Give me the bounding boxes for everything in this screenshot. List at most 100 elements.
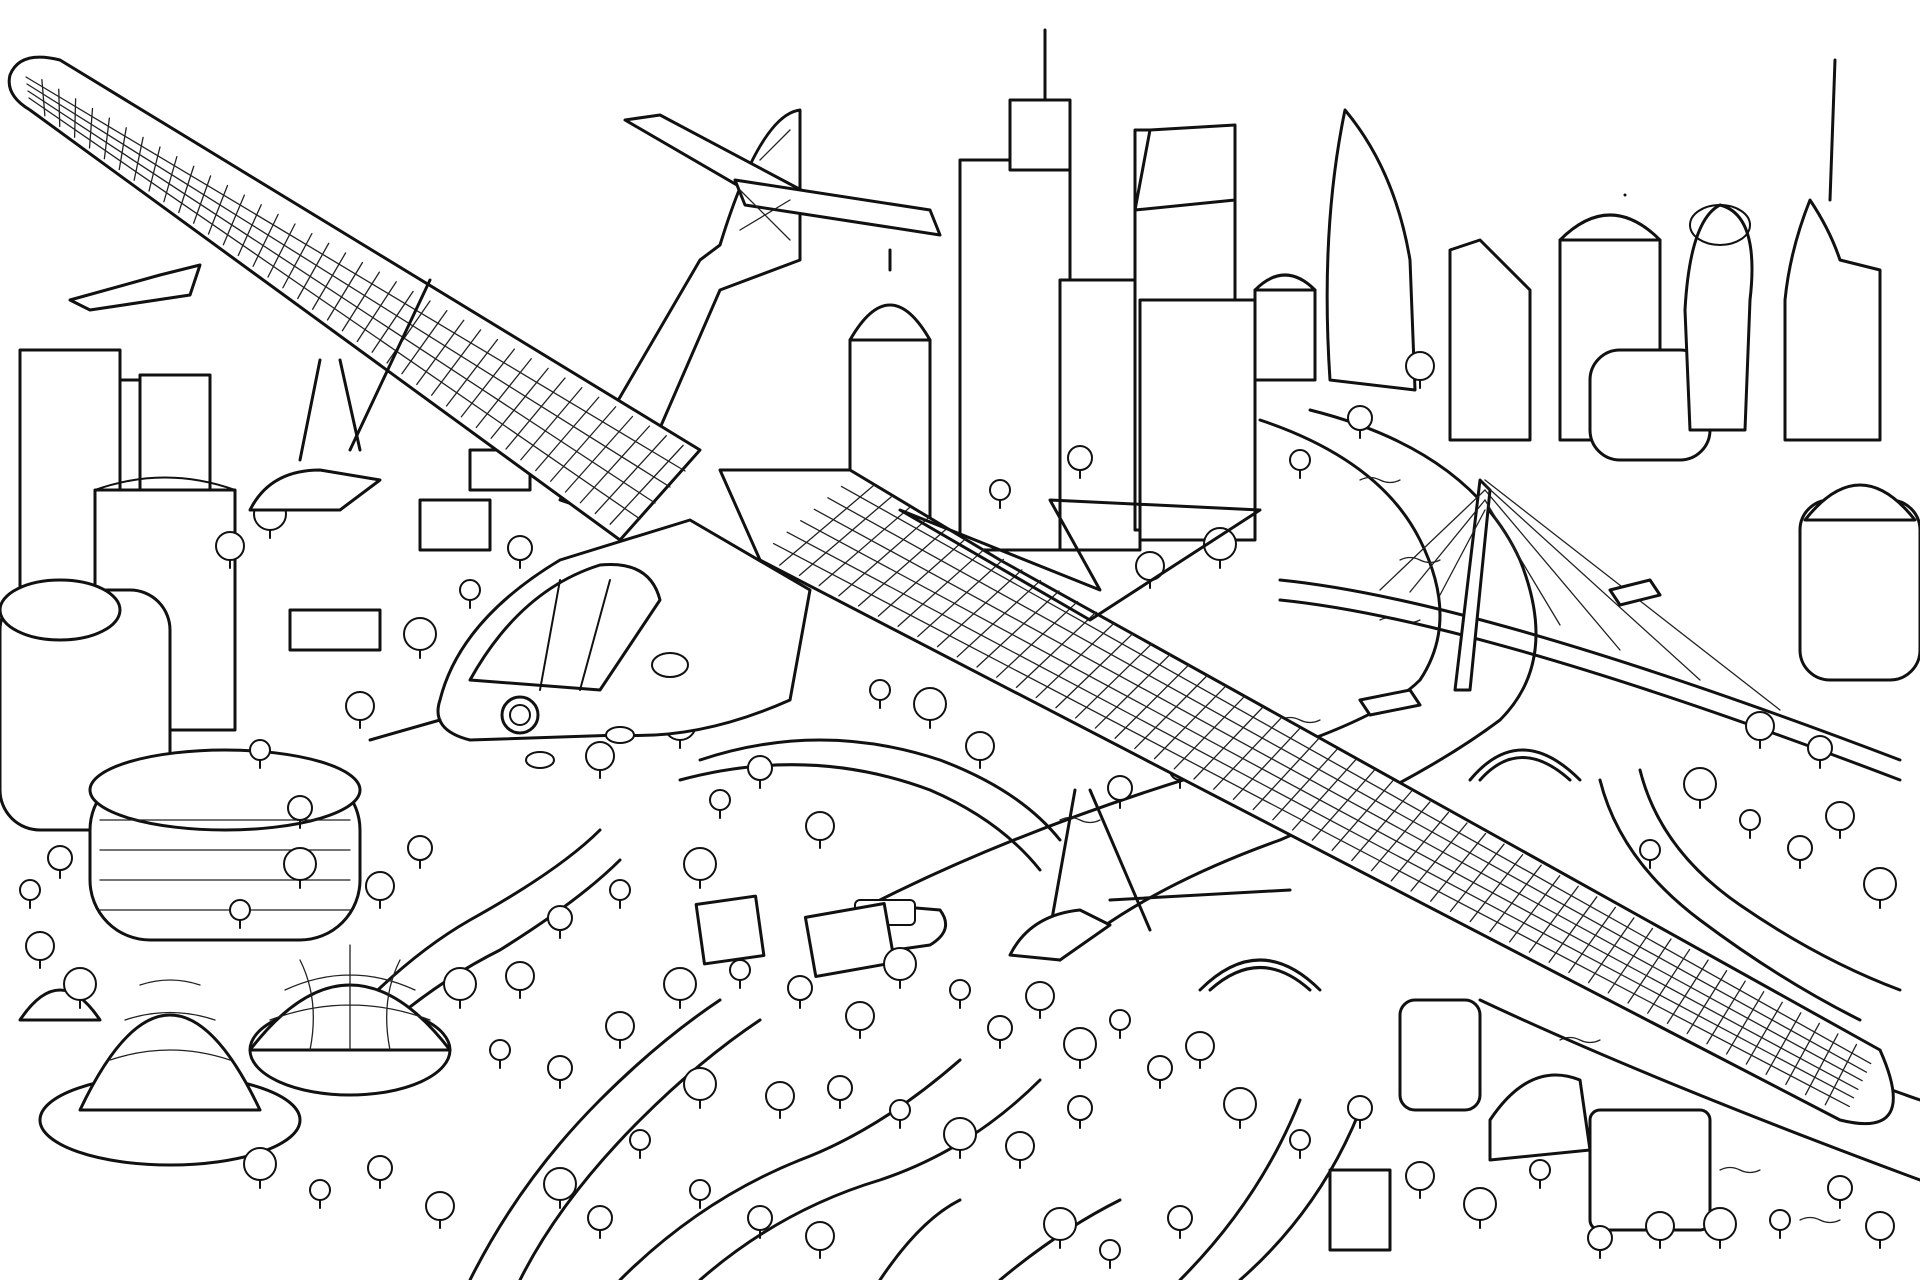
tree: [747, 1205, 773, 1239]
side-window: [651, 652, 689, 678]
tree: [345, 691, 375, 729]
tree: [489, 1039, 511, 1069]
tree: [605, 1011, 635, 1049]
cockpit-canopy: [468, 562, 662, 692]
tree: [63, 967, 97, 1009]
tree: [1063, 1027, 1097, 1069]
tree: [663, 967, 697, 1009]
tree: [609, 879, 631, 909]
tower-spire-center: [958, 28, 1072, 552]
fuselage: [368, 518, 812, 769]
tree: [403, 617, 437, 659]
tree: [1703, 1207, 1737, 1249]
tree: [407, 835, 433, 869]
tower-dome-right-edge: [1798, 483, 1920, 682]
engine-pod-left: [248, 468, 382, 512]
tree: [1769, 1209, 1791, 1239]
tree: [1863, 867, 1897, 909]
tower-dome-small: [1253, 273, 1317, 382]
tree: [689, 1179, 711, 1209]
tree: [1463, 1187, 1497, 1229]
tower-center-2: [1058, 278, 1142, 552]
tree: [1683, 767, 1717, 809]
tree: [913, 687, 947, 729]
tree: [943, 1117, 977, 1159]
tree: [249, 739, 271, 769]
tree: [1025, 981, 1055, 1019]
tree: [25, 931, 55, 969]
tree: [683, 1067, 717, 1109]
cable-stayed-bridge: [1278, 478, 1902, 782]
tree: [1827, 1175, 1853, 1209]
dome-glass: [248, 944, 452, 1097]
engine-pod-right: [1008, 908, 1112, 962]
solar-panel-grid-right: [772, 484, 1872, 1108]
tree: [1109, 1009, 1131, 1039]
trees: [19, 351, 1897, 1269]
tree: [629, 1129, 651, 1159]
tree: [443, 967, 477, 1009]
tree: [1185, 1031, 1215, 1069]
boat-2: [1608, 578, 1662, 607]
tree: [365, 871, 395, 909]
tree: [47, 845, 73, 879]
tree: [585, 741, 615, 779]
curving-roads: [328, 738, 1902, 1280]
wing-struts: [298, 278, 1292, 932]
nose-light: [500, 695, 540, 735]
tower-spire-right: [1783, 58, 1882, 442]
solar-glider-aircraft: [7, 55, 1895, 1126]
tree: [1807, 735, 1833, 769]
tree: [805, 1221, 835, 1259]
wheel-front: [525, 751, 555, 769]
tree: [283, 847, 317, 889]
engine-pod-far-left: [68, 263, 202, 312]
tree: [425, 1191, 455, 1229]
tree: [1067, 445, 1093, 479]
tree: [19, 879, 41, 909]
tree: [1147, 1055, 1173, 1089]
tree: [1529, 1159, 1551, 1189]
tree: [547, 1055, 573, 1089]
tree: [787, 975, 813, 1009]
tree: [459, 579, 481, 609]
tree: [1347, 1095, 1373, 1129]
tree: [1223, 1087, 1257, 1129]
city-skyline: [0, 28, 1920, 832]
tree: [547, 905, 573, 939]
tiered-cone-building: [38, 979, 302, 1167]
tower-oval-top: [1683, 203, 1754, 432]
tree: [1289, 449, 1311, 479]
tree: [1787, 835, 1813, 869]
tree: [1067, 1095, 1093, 1129]
tree: [215, 531, 245, 569]
tree: [229, 899, 251, 929]
tree: [243, 1147, 277, 1189]
tree: [1005, 1131, 1035, 1169]
tree: [729, 959, 751, 989]
tree: [1167, 1205, 1193, 1239]
tree: [883, 947, 917, 989]
tree: [367, 1155, 393, 1189]
tree: [1099, 1239, 1121, 1269]
tree: [747, 755, 773, 789]
tree: [505, 961, 535, 999]
tree: [889, 1099, 911, 1129]
wheel-rear: [605, 726, 635, 744]
tower-center-4: [1138, 298, 1257, 542]
arched-bridge: [1198, 748, 1582, 992]
tower-wedge: [1448, 238, 1532, 442]
tree: [287, 795, 313, 829]
tree: [949, 979, 971, 1009]
tree: [309, 1179, 331, 1209]
tree: [989, 479, 1011, 509]
tree: [1825, 801, 1855, 839]
tree: [1745, 711, 1775, 749]
tree: [1107, 775, 1133, 809]
tree: [869, 679, 891, 709]
tree: [507, 535, 533, 569]
tree: [845, 1001, 875, 1039]
tree: [1405, 351, 1435, 389]
